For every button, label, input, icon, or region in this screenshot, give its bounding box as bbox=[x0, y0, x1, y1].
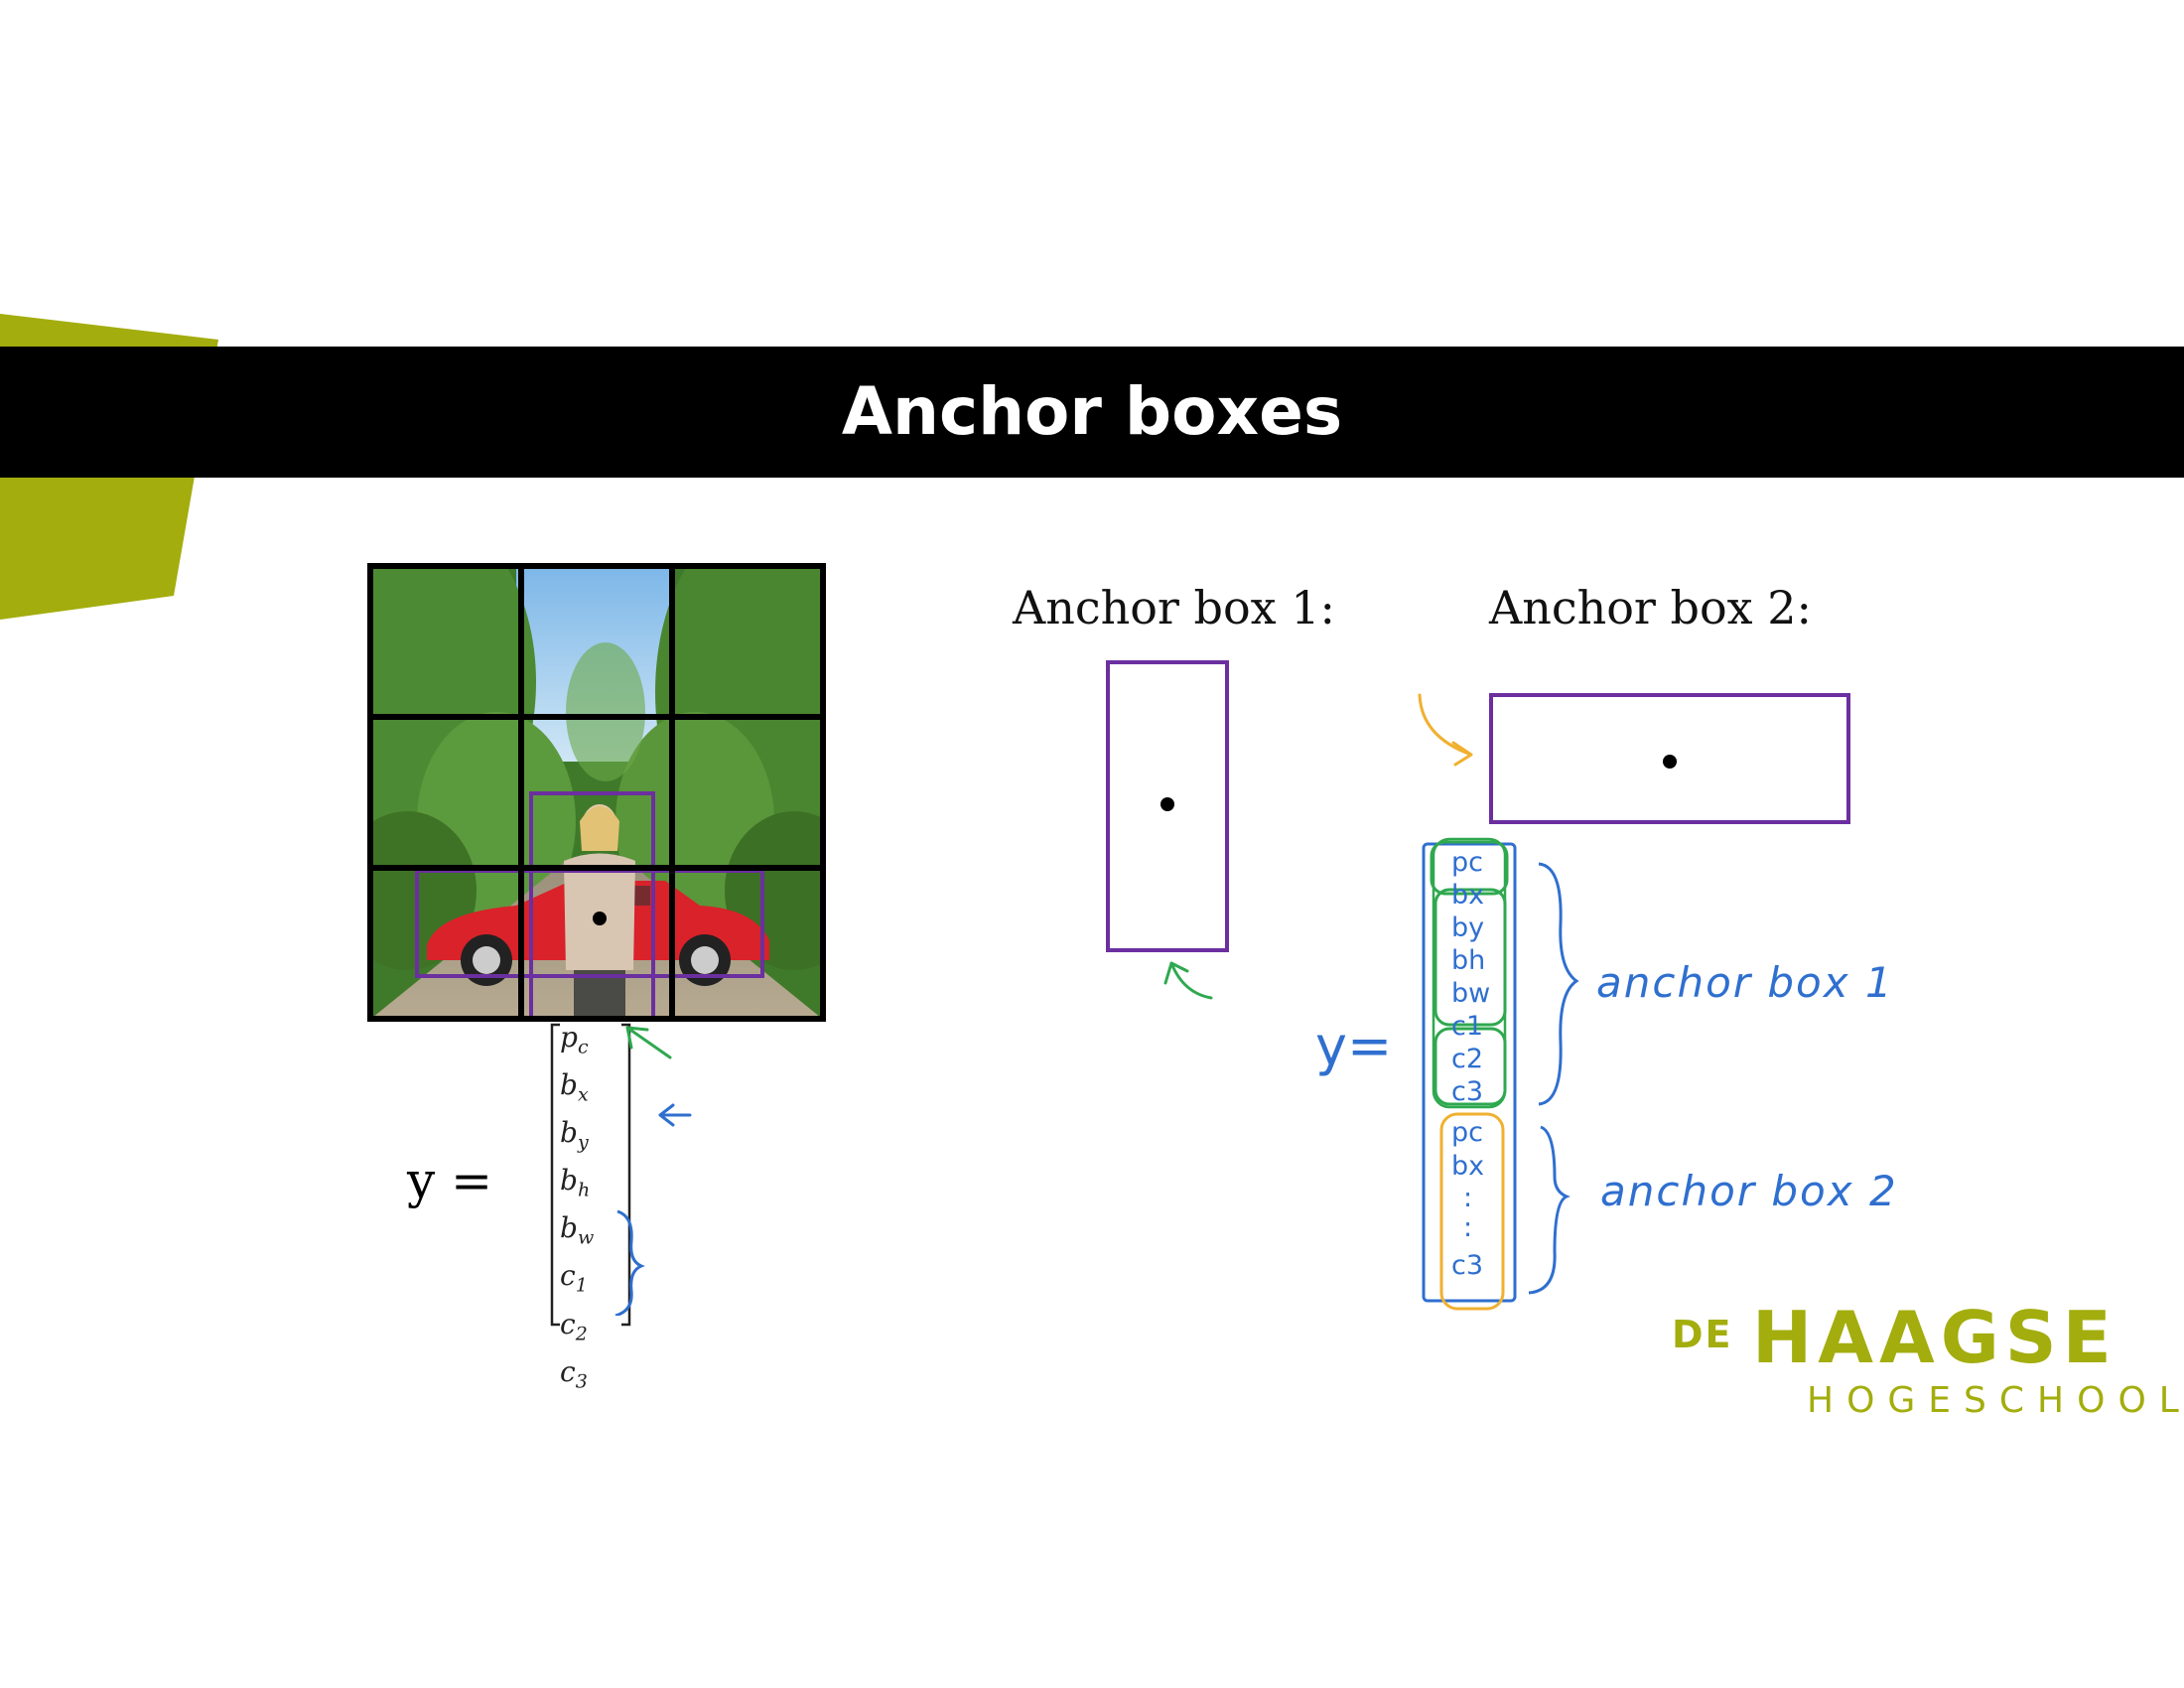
entry-by: by bbox=[560, 1116, 589, 1154]
hw2-c3: c3 bbox=[1451, 1250, 1484, 1281]
logo-hogeschool: HOGESCHOOL bbox=[1807, 1380, 2184, 1421]
brace-anchor-box-1 bbox=[1538, 862, 1579, 1106]
vector-brackets bbox=[550, 1023, 631, 1327]
brace-anchor-box-2 bbox=[1528, 1125, 1570, 1295]
anchor-box-1-label: Anchor box 1: bbox=[1013, 581, 1336, 634]
hw2-bx: bx bbox=[1451, 1151, 1485, 1182]
left-annotations bbox=[614, 1026, 692, 1316]
hw-pc: pc bbox=[1451, 847, 1483, 878]
vector-entries: pc bx by bh bw c1 c2 c3 bbox=[560, 1019, 594, 1401]
entry-c1: c1 bbox=[560, 1259, 588, 1298]
hw-c1: c1 bbox=[1451, 1011, 1484, 1042]
anchor-box-2-shape bbox=[1489, 693, 1850, 824]
anchor-box-2-label: Anchor box 2: bbox=[1489, 581, 1813, 634]
hw2-dots: : bbox=[1463, 1183, 1473, 1213]
hw2-pc: pc bbox=[1451, 1117, 1483, 1148]
hw-c2: c2 bbox=[1451, 1044, 1484, 1074]
handwritten-vector-group1: pc bx by bh bw c1 c2 c3 bbox=[1451, 846, 1490, 1108]
hw-bh: bh bbox=[1451, 945, 1486, 976]
entry-c2: c2 bbox=[560, 1307, 588, 1345]
hw-by: by bbox=[1451, 913, 1485, 943]
green-arrow-icon bbox=[1163, 961, 1213, 1000]
title-bar bbox=[0, 347, 2184, 478]
orange-arrow-icon bbox=[1418, 693, 1473, 767]
entry-bx: bx bbox=[560, 1068, 589, 1106]
hw-bw: bw bbox=[1451, 978, 1491, 1009]
hw-c3: c3 bbox=[1451, 1076, 1484, 1107]
slide-title: Anchor boxes bbox=[841, 373, 1343, 450]
y-equals-label: y = bbox=[407, 1152, 493, 1209]
entry-bw: bw bbox=[560, 1211, 595, 1249]
road-scene-grid-image bbox=[367, 563, 826, 1022]
anchor-box-1-center bbox=[1160, 797, 1174, 811]
anchor-box-1-shape bbox=[1106, 660, 1229, 952]
blue-arrow-icon bbox=[658, 1103, 692, 1127]
accent-shape bbox=[0, 314, 218, 620]
entry-bh: bh bbox=[560, 1164, 591, 1201]
hw2-dots-2: : bbox=[1463, 1212, 1473, 1243]
hw-bx: bx bbox=[1451, 880, 1485, 911]
anchor-box-2-center bbox=[1663, 755, 1677, 769]
entry-c3: c3 bbox=[560, 1354, 588, 1393]
green-arrow-icon bbox=[625, 1026, 672, 1059]
logo-haagse: HAAGSE bbox=[1752, 1296, 2117, 1379]
logo-de: DE bbox=[1672, 1313, 1733, 1356]
handwritten-vector-group2: pc bx : : c3 bbox=[1451, 1116, 1484, 1283]
handwritten-y-equals: y= bbox=[1315, 1015, 1393, 1077]
entry-pc: pc bbox=[560, 1021, 589, 1058]
output-vector-left: y = pc bx by bh bw c1 c2 c3 bbox=[407, 1013, 735, 1392]
handwritten-anchor-box-1-label: anchor box 1 bbox=[1596, 958, 1894, 1007]
blue-brace-icon bbox=[614, 1209, 645, 1316]
handwritten-anchor-box-2-label: anchor box 2 bbox=[1600, 1167, 1898, 1215]
